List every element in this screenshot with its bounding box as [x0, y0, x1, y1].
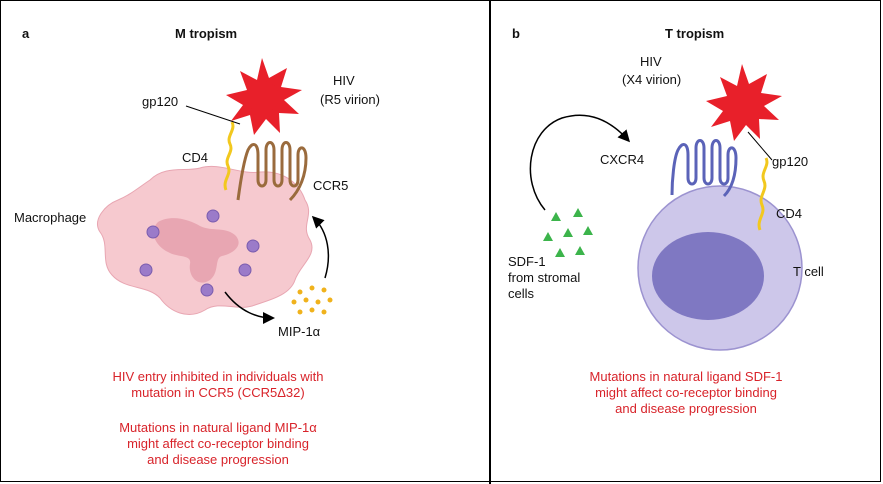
t-cell-label: T cell — [793, 264, 824, 279]
caption-a-line-1: HIV entry inhibited in individuals with — [113, 369, 324, 384]
panel-divider — [489, 0, 491, 484]
caption-a-line-4: might affect co-receptor binding — [127, 436, 309, 451]
sdf1-cells-label: cells — [508, 286, 535, 301]
cd4-receptor-a — [223, 121, 235, 191]
cd4-receptor-b — [757, 157, 769, 231]
hiv-label-a: HIV — [333, 73, 355, 88]
caption-a-line-3: Mutations in natural ligand MIP-1α — [119, 420, 317, 435]
sdf1-label: SDF-1 — [508, 254, 546, 269]
sdf1-binding-arrow — [529, 114, 631, 211]
secretion-arrow-a — [224, 291, 275, 324]
sdf1-ligand-triangles — [543, 208, 593, 257]
macrophage-label: Macrophage — [14, 210, 86, 225]
hiv-x4-core — [727, 87, 759, 119]
cd4-label-b: CD4 — [776, 206, 802, 221]
panel-a-letter: a — [22, 26, 30, 41]
cxcr4-label: CXCR4 — [600, 152, 644, 167]
ccr5-label: CCR5 — [313, 178, 348, 193]
caption-b-line-3: and disease progression — [615, 401, 757, 416]
mip1a-label: MIP-1α — [278, 324, 321, 339]
binding-arrow-a — [311, 215, 330, 279]
sdf1-source-label: from stromal — [508, 270, 580, 285]
hiv-x4-label: (X4 virion) — [622, 72, 681, 87]
cd4-label-a: CD4 — [182, 150, 208, 165]
panel-a-title: M tropism — [175, 26, 237, 41]
caption-b-line-1: Mutations in natural ligand SDF-1 — [590, 369, 783, 384]
caption-a-line-2: mutation in CCR5 (CCR5Δ32) — [131, 385, 304, 400]
gp120-pointer-b — [747, 131, 773, 161]
hiv-r5-label: (R5 virion) — [320, 92, 380, 107]
macrophage-nucleus — [153, 218, 239, 283]
gp120-label-b: gp120 — [772, 154, 808, 169]
caption-b-line-2: might affect co-receptor binding — [595, 385, 777, 400]
ccr5-receptor — [236, 141, 308, 202]
panel-b-title: T tropism — [665, 26, 724, 41]
panel-b-letter: b — [512, 26, 520, 41]
t-cell-nucleus — [652, 232, 764, 320]
hiv-label-b: HIV — [640, 54, 662, 69]
hiv-r5-core — [247, 81, 279, 113]
cxcr4-receptor — [670, 139, 738, 198]
macrophage-vesicles — [139, 209, 260, 297]
gp120-pointer-a — [185, 105, 241, 125]
caption-a-line-5: and disease progression — [147, 452, 289, 467]
mip1a-ligand-dots — [291, 285, 333, 315]
gp120-label-a: gp120 — [142, 94, 178, 109]
